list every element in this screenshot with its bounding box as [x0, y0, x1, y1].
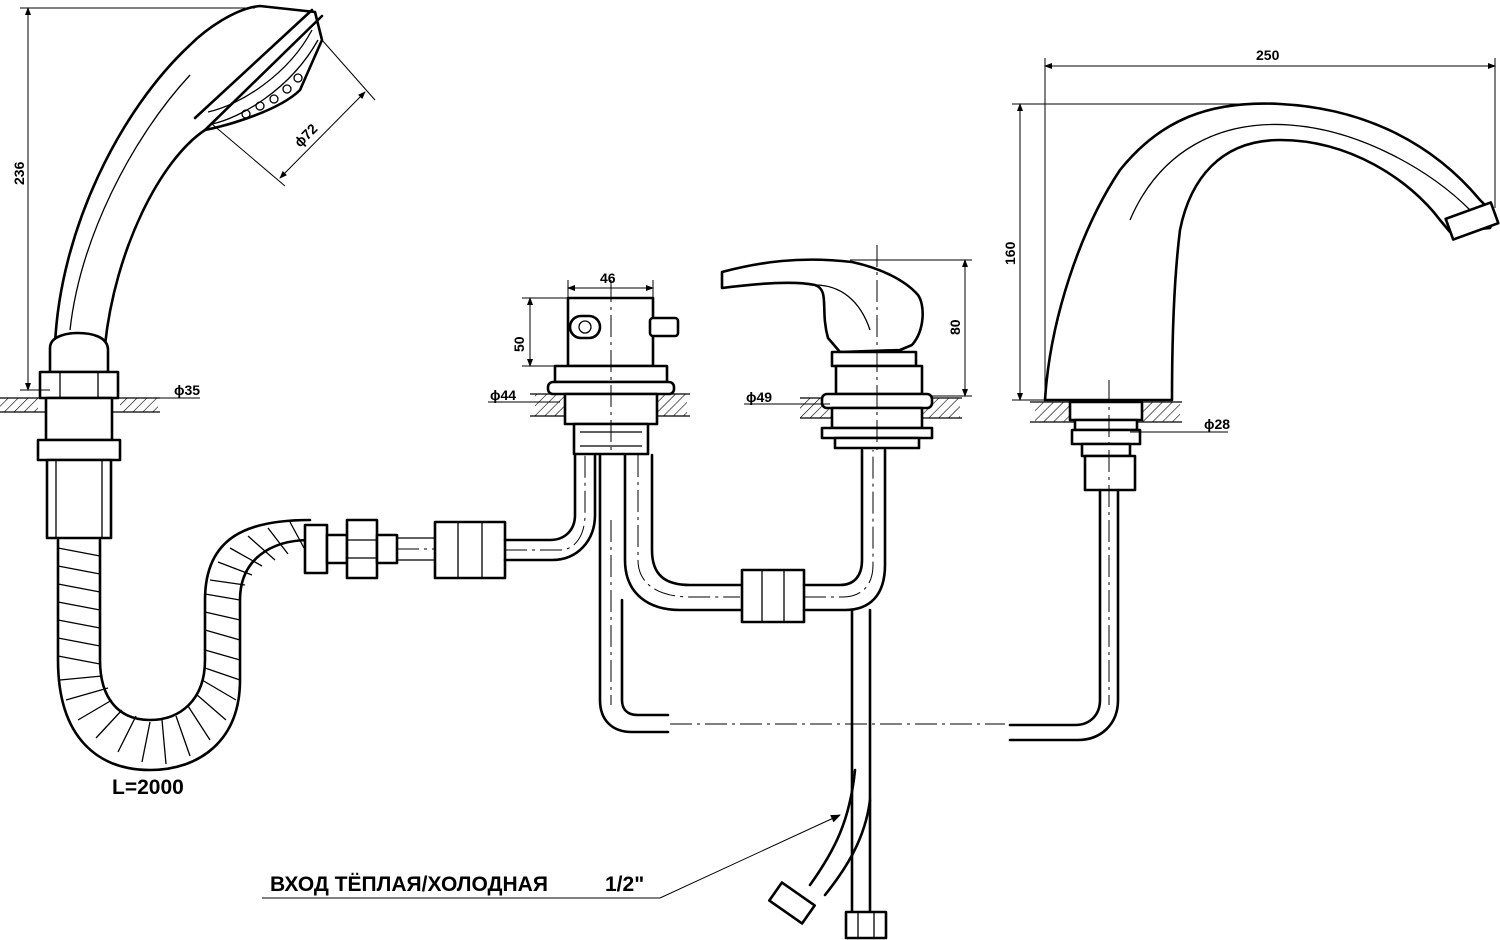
dim-spout-length: 250	[1256, 47, 1280, 63]
diverter-outlet-pipe	[598, 453, 670, 734]
dim-diverter-height: 50	[511, 336, 527, 352]
dim-mixer-height: 80	[947, 319, 963, 335]
dim-spout-height: 160	[1002, 241, 1018, 265]
dim-diverter-width: 46	[600, 270, 616, 286]
single-lever-mixer	[720, 245, 962, 455]
hose-length-label: L=2000	[112, 776, 184, 799]
dim-hand-shower-diameter: ϕ72	[291, 120, 321, 150]
dim-diverter-hole: ϕ44	[490, 387, 516, 403]
diverter-coupling	[433, 430, 597, 580]
diverter-valve	[530, 280, 690, 456]
dimension-lines	[20, 7, 1496, 899]
bath-spout	[1008, 102, 1500, 742]
dim-hand-shower-hole: ϕ35	[174, 382, 200, 398]
dim-hand-shower-height: 236	[11, 161, 27, 185]
inlet-label: ВХОД ТЁПЛАЯ/ХОЛОДНАЯ	[270, 873, 548, 896]
dim-spout-hole: ϕ28	[1204, 416, 1230, 432]
mixer-pipes	[623, 448, 888, 940]
flexible-hose	[56, 518, 435, 772]
inlet-size-label: 1/2"	[605, 873, 644, 896]
dim-mixer-hole: ϕ49	[746, 389, 772, 405]
hand-shower	[0, 4, 324, 540]
